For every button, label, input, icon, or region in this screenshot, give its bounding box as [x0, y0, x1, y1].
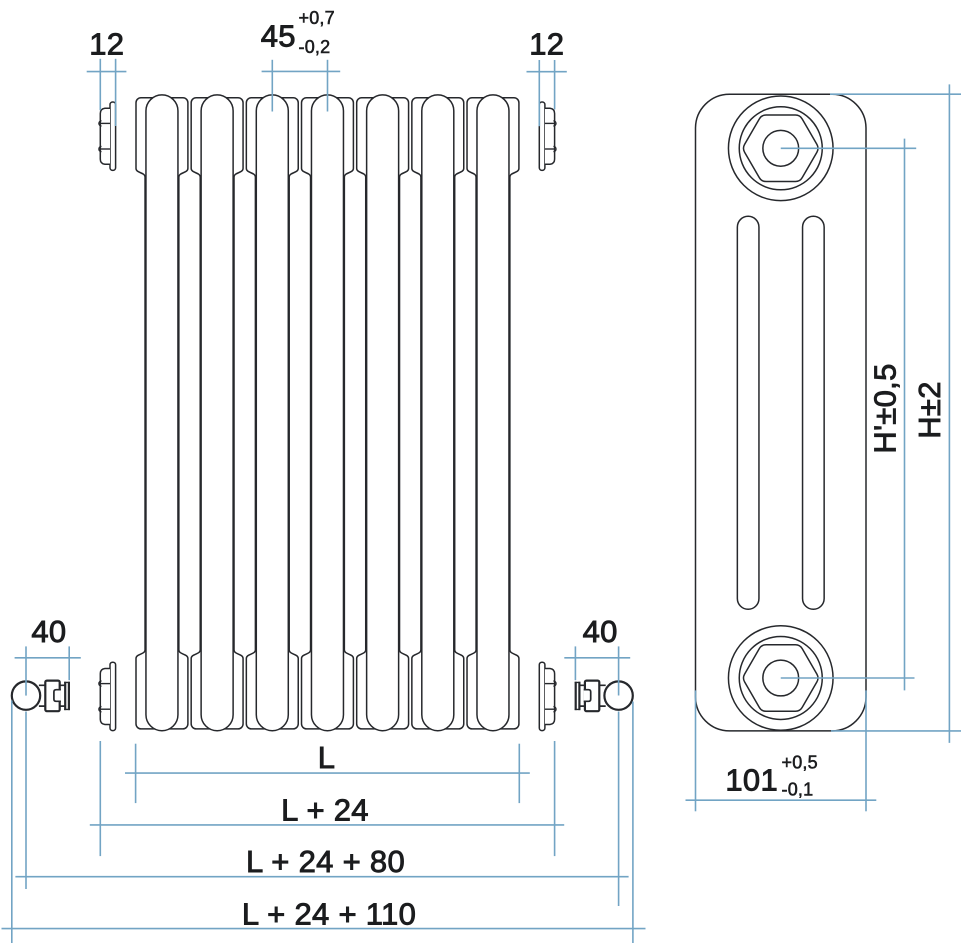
front-tube	[421, 94, 455, 732]
dim-length-overall	[1, 700, 646, 943]
dim-length-valve-centers	[15, 711, 629, 906]
plug-bottom-left	[98, 661, 117, 732]
plug-flange	[109, 661, 117, 732]
dimension-labels: 12 45 +0,7 -0,2 12 40 40 L L + 24 L + 24…	[31, 8, 948, 932]
dim-valve-offset-right	[564, 646, 631, 696]
label-depth-tol-plus: +0,5	[782, 752, 818, 772]
plug-top-left	[98, 101, 117, 172]
front-view	[135, 94, 520, 732]
dim-height-axis	[780, 138, 917, 691]
plug-flange	[538, 661, 546, 732]
plug-hex-profile	[99, 107, 110, 166]
dim-length-plugs	[89, 741, 565, 857]
dim-valve-offset-left	[14, 646, 81, 696]
valve-end-flange	[574, 681, 581, 711]
label-depth-tol-minus: -0,1	[782, 779, 814, 799]
label-tube-spacing: 45	[261, 19, 296, 54]
dim-tube-spacing	[261, 59, 341, 112]
front-tube	[365, 94, 400, 732]
label-plug-offset-right: 12	[529, 27, 564, 62]
label-height-axis: H'±0,5	[868, 363, 903, 453]
dim-height-overall	[830, 84, 961, 743]
front-tube	[310, 94, 345, 732]
plug-top-right	[538, 101, 557, 172]
front-tube	[255, 94, 290, 732]
dim-length	[125, 743, 530, 804]
plug-hex-profile	[99, 667, 110, 726]
label-height-overall: H±2	[912, 381, 947, 439]
plug-flange	[109, 101, 117, 172]
dim-plug-offset-left	[86, 58, 127, 126]
label-length-plugs: L + 24	[281, 792, 369, 827]
plug-hex-profile	[544, 107, 556, 166]
dim-depth	[685, 690, 877, 812]
label-length: L	[318, 740, 336, 775]
label-length-valve-centers: L + 24 + 80	[246, 844, 405, 879]
valve-bottom-right	[574, 679, 634, 713]
dim-plug-offset-right	[526, 60, 567, 127]
plug-flange	[538, 101, 546, 172]
side-boss-bottom	[727, 624, 834, 732]
valve-end-flange	[64, 681, 70, 711]
side-groove-right	[801, 215, 825, 611]
front-tube	[145, 94, 179, 732]
label-valve-offset-left: 40	[31, 614, 66, 649]
label-depth: 101	[725, 763, 778, 798]
hex-plug-face	[742, 114, 819, 183]
side-view	[694, 93, 867, 732]
label-valve-offset-right: 40	[583, 614, 618, 649]
hex-plug-face	[742, 643, 819, 713]
label-length-overall: L + 24 + 110	[242, 897, 416, 932]
plugs	[98, 101, 557, 732]
label-tube-spacing-tol-plus: +0,7	[299, 8, 335, 28]
dimension-lines	[1, 58, 961, 943]
side-groove-left	[736, 215, 760, 611]
plug-bottom-right	[538, 661, 557, 732]
label-plug-offset-left: 12	[89, 27, 124, 62]
label-tube-spacing-tol-minus: -0,2	[299, 37, 331, 57]
front-tube	[200, 94, 234, 732]
valve-bottom-left	[10, 679, 70, 713]
front-tube	[476, 94, 510, 732]
plug-hex-profile	[544, 667, 556, 726]
